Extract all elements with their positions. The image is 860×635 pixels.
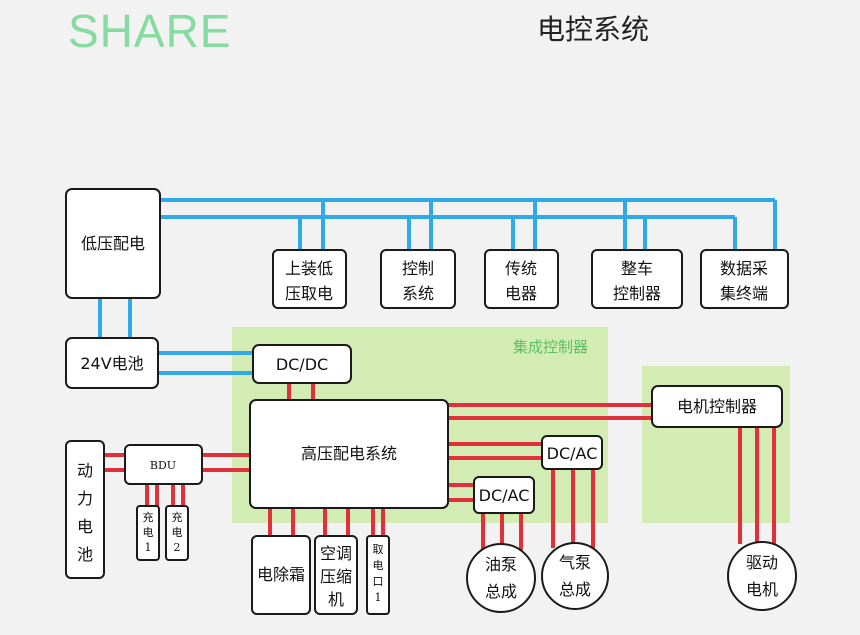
- svg-text:电机: 电机: [746, 580, 778, 599]
- svg-text:电除霜: 电除霜: [257, 565, 305, 584]
- svg-text:压缩: 压缩: [320, 567, 352, 586]
- page-title: 电控系统: [537, 13, 650, 46]
- svg-text:BDU: BDU: [150, 459, 176, 472]
- svg-text:电: 电: [77, 517, 93, 536]
- conventional-electrics-box: 传统 电器: [484, 249, 559, 309]
- high-voltage-wiring: [104, 383, 776, 550]
- svg-text:动: 动: [77, 461, 93, 480]
- charge-1-box: 充 电 1: [136, 505, 160, 561]
- svg-text:池: 池: [77, 545, 93, 564]
- low-voltage-wiring: [98, 198, 777, 375]
- power-takeoff-box: 取 电 口 1: [366, 535, 390, 615]
- dcdc-box: DC/DC: [252, 344, 352, 384]
- svg-text:总成: 总成: [485, 582, 517, 601]
- svg-text:油泵: 油泵: [485, 555, 517, 574]
- svg-text:2: 2: [174, 541, 181, 554]
- motor-controller-box: 电机控制器: [651, 385, 783, 428]
- svg-text:电: 电: [143, 526, 154, 539]
- svg-text:系统: 系统: [402, 284, 434, 303]
- svg-text:空调: 空调: [320, 544, 352, 563]
- data-collection-box: 数据采 集终端: [700, 249, 789, 309]
- svg-text:取: 取: [373, 543, 384, 556]
- svg-text:电机控制器: 电机控制器: [677, 397, 757, 416]
- battery-24v-box: 24V电池: [65, 337, 159, 389]
- svg-text:充: 充: [143, 510, 154, 524]
- svg-text:数据采: 数据采: [720, 259, 768, 278]
- bdu-box: BDU: [124, 444, 203, 485]
- defrost-box: 电除霜: [251, 535, 311, 615]
- charge-2-box: 充 电 2: [165, 505, 189, 561]
- svg-text:传统: 传统: [505, 259, 537, 278]
- svg-text:电: 电: [373, 559, 384, 572]
- svg-text:力: 力: [77, 489, 93, 508]
- vehicle-controller-box: 整车 控制器: [591, 249, 683, 309]
- svg-text:整车: 整车: [621, 259, 653, 278]
- svg-text:上装低: 上装低: [285, 259, 333, 278]
- svg-text:高压配电系统: 高压配电系统: [301, 444, 397, 463]
- svg-text:DC/DC: DC/DC: [276, 355, 328, 374]
- svg-text:驱动: 驱动: [746, 553, 778, 572]
- svg-text:机: 机: [328, 590, 344, 609]
- dcac-lower-box: DC/AC: [473, 476, 535, 514]
- svg-text:DC/AC: DC/AC: [479, 486, 530, 505]
- svg-text:口: 口: [373, 575, 384, 588]
- svg-text:24V电池: 24V电池: [80, 354, 143, 373]
- svg-text:电: 电: [172, 526, 183, 539]
- drive-motor-circle: 驱动 电机: [727, 541, 797, 611]
- lv-distribution-box: 低压配电: [65, 188, 161, 299]
- integrated-controller-label: 集成控制器: [513, 338, 588, 356]
- svg-text:电器: 电器: [505, 284, 537, 303]
- svg-text:1: 1: [375, 591, 382, 604]
- control-system-box: 控制 系统: [380, 249, 456, 309]
- svg-text:气泵: 气泵: [559, 553, 591, 572]
- power-battery-box: 动 力 电 池: [65, 440, 105, 579]
- brand-logo: SHARE: [68, 5, 232, 57]
- svg-text:充: 充: [172, 510, 183, 524]
- lv-takeoff-box: 上装低 压取电: [272, 249, 347, 309]
- oil-pump-circle: 油泵 总成: [466, 543, 536, 613]
- svg-text:1: 1: [145, 541, 152, 554]
- svg-text:压取电: 压取电: [285, 284, 333, 303]
- ac-compressor-box: 空调 压缩 机: [314, 535, 358, 615]
- svg-text:DC/AC: DC/AC: [547, 444, 598, 463]
- svg-text:控制器: 控制器: [613, 284, 661, 303]
- svg-text:集终端: 集终端: [720, 284, 768, 303]
- dcac-upper-box: DC/AC: [541, 435, 603, 470]
- svg-text:控制: 控制: [402, 259, 434, 278]
- air-pump-circle: 气泵 总成: [541, 542, 609, 610]
- svg-text:总成: 总成: [559, 580, 591, 599]
- svg-text:低压配电: 低压配电: [81, 234, 145, 253]
- hv-distribution-box: 高压配电系统: [249, 399, 449, 509]
